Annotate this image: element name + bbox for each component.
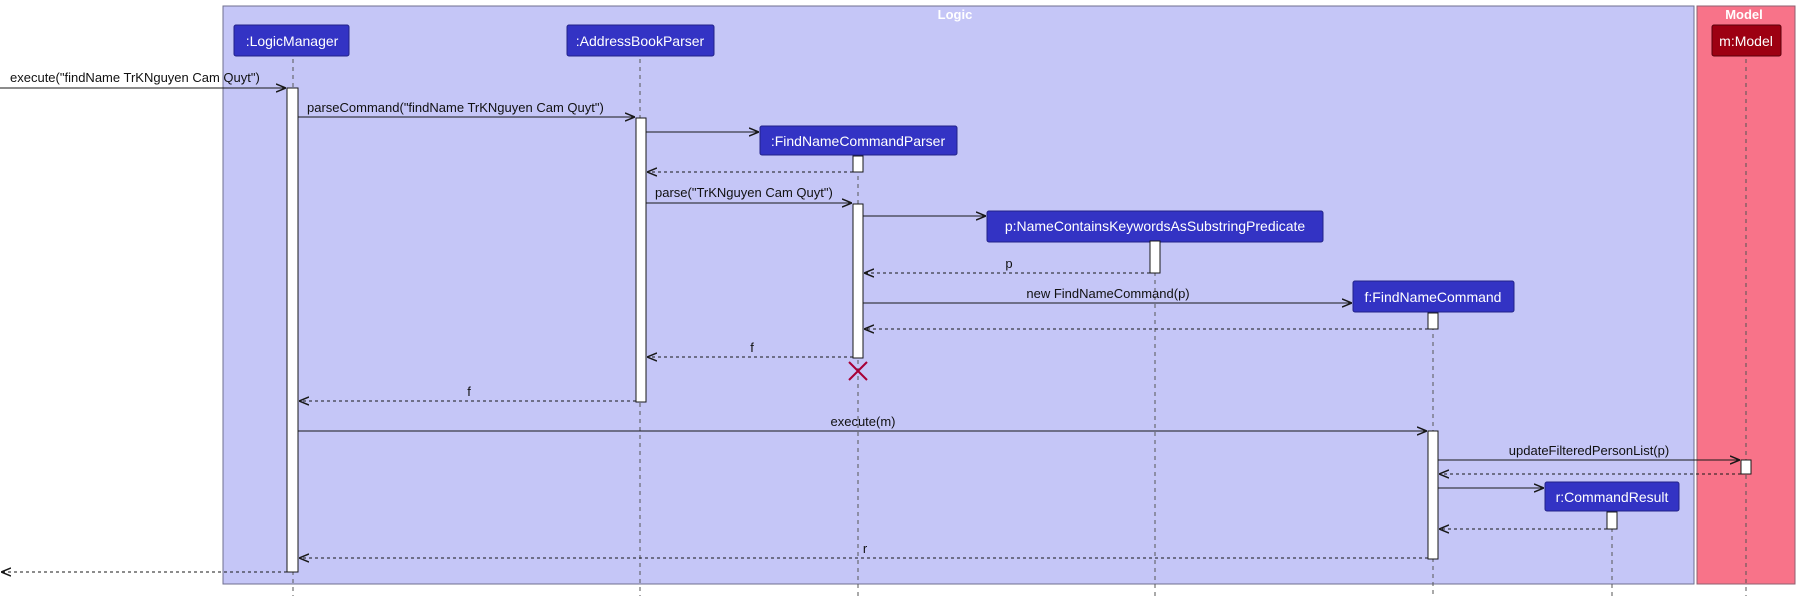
msg-label: p — [1005, 256, 1012, 271]
msg-label: f — [467, 384, 471, 399]
activation-model — [1740, 459, 1752, 475]
participant-find-name-command: f:FindNameCommand — [1352, 280, 1515, 313]
participant-address-book-parser: :AddressBookParser — [566, 24, 715, 57]
participant-box — [233, 24, 350, 57]
participant-label: p:NameContainsKeywordsAsSubstringPredica… — [1005, 218, 1306, 234]
msg-label: r — [863, 541, 868, 556]
activation-parser-create — [852, 155, 864, 173]
participant-box — [759, 125, 958, 156]
logic-box-title: Logic — [938, 7, 973, 22]
participant-command-result: r:CommandResult — [1544, 481, 1680, 512]
msg-label: execute("findName TrKNguyen Cam Quyt") — [10, 70, 260, 85]
msg-label: parse("TrKNguyen Cam Quyt") — [655, 185, 833, 200]
participant-box — [1711, 24, 1782, 57]
model-box-title: Model — [1725, 7, 1763, 22]
participant-label: r:CommandResult — [1556, 489, 1669, 505]
msg-label: updateFilteredPersonList(p) — [1509, 443, 1669, 458]
activation-predicate — [1149, 240, 1161, 274]
participant-box — [566, 24, 715, 57]
activation-find-name-command-execute — [1427, 430, 1439, 560]
activation-command-result — [1606, 511, 1618, 530]
msg-label: f — [750, 340, 754, 355]
msg-label: parseCommand("findName TrKNguyen Cam Quy… — [307, 100, 604, 115]
msg-label: execute(m) — [830, 414, 895, 429]
participant-label: :LogicManager — [246, 33, 339, 49]
participant-label: :AddressBookParser — [576, 33, 705, 49]
activation-address-book-parser — [635, 117, 647, 403]
participant-label: :FindNameCommandParser — [771, 133, 946, 149]
activation-parser-parse — [852, 203, 864, 359]
participant-box — [1544, 481, 1680, 512]
participant-label: f:FindNameCommand — [1365, 289, 1502, 305]
msg-label: new FindNameCommand(p) — [1026, 286, 1189, 301]
participant-label: m:Model — [1719, 33, 1773, 49]
destroy-marker-icon — [848, 361, 868, 381]
activation-logic-manager — [286, 87, 299, 573]
participant-predicate: p:NameContainsKeywordsAsSubstringPredica… — [986, 210, 1324, 243]
participant-model: m:Model — [1711, 24, 1782, 57]
participant-box — [1352, 280, 1515, 313]
participant-logic-manager: :LogicManager — [233, 24, 350, 57]
activation-find-name-command-create — [1427, 312, 1439, 330]
participant-find-name-command-parser: :FindNameCommandParser — [759, 125, 958, 156]
